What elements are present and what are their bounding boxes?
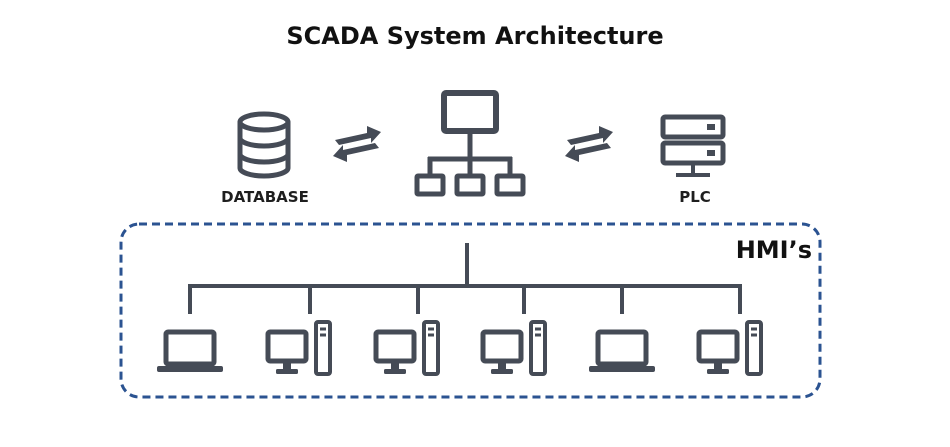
hmi-network-bus	[188, 243, 742, 314]
network-hierarchy-icon	[414, 90, 526, 197]
laptop-icon	[589, 332, 655, 372]
laptop-icon	[157, 332, 223, 372]
diagram-title: SCADA System Architecture	[286, 22, 664, 50]
hmi-group-label: HMI’s	[735, 236, 812, 264]
desktop-computer-icon	[483, 320, 547, 374]
desktop-computer-icon	[699, 320, 763, 374]
desktop-computer-icon	[268, 320, 332, 374]
bidirectional-arrow-icon	[565, 126, 613, 162]
plc-label: PLC	[679, 188, 711, 206]
database-label: DATABASE	[221, 188, 309, 206]
desktop-computer-icon	[376, 320, 440, 374]
hmi-group-boundary	[119, 222, 822, 399]
database-icon	[237, 111, 291, 179]
bidirectional-arrow-icon	[333, 126, 381, 162]
server-rack-icon	[660, 114, 726, 177]
